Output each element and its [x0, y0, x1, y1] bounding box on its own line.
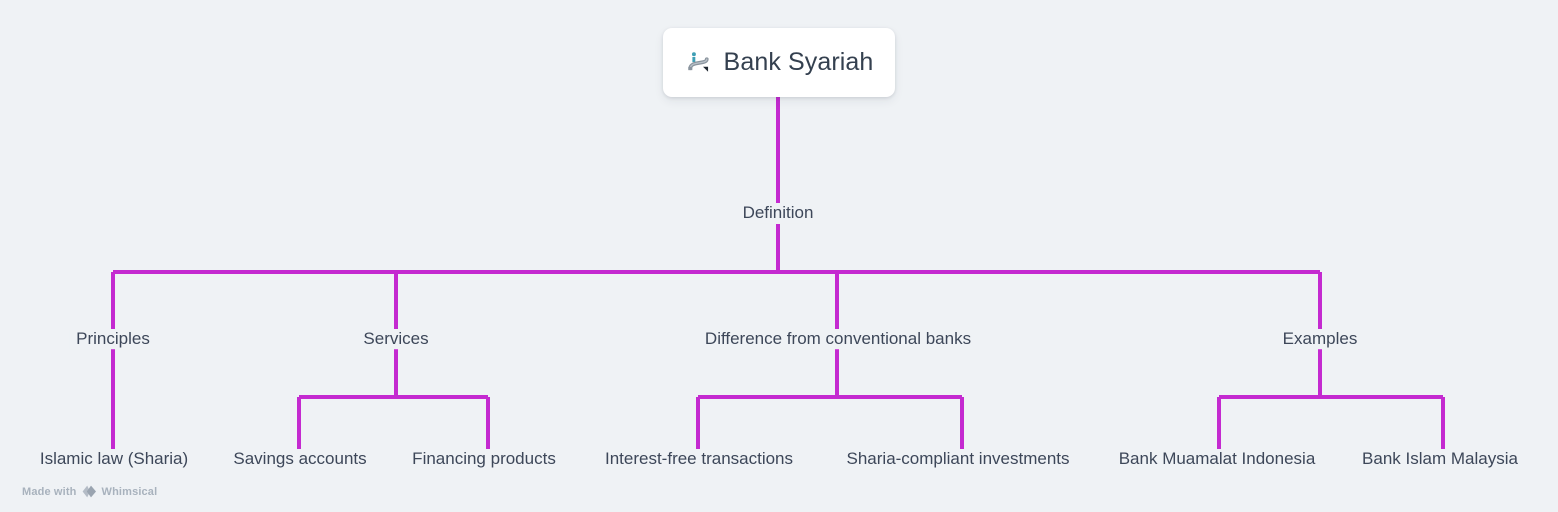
watermark-prefix: Made with: [22, 485, 77, 498]
node-bank-islam-label: Bank Islam Malaysia: [1362, 449, 1518, 469]
node-difference-from-conventional-banks[interactable]: Difference from conventional banks: [697, 329, 979, 349]
node-bank-muamalat-indonesia[interactable]: Bank Muamalat Indonesia: [1111, 449, 1323, 469]
node-examples[interactable]: Examples: [1275, 329, 1365, 349]
node-savings-accounts[interactable]: Savings accounts: [226, 449, 374, 469]
escalator-icon: [687, 51, 709, 72]
node-difference-label: Difference from conventional banks: [704, 329, 972, 349]
whimsical-logo-icon: [82, 485, 96, 498]
node-bank-muamalat-label: Bank Muamalat Indonesia: [1118, 449, 1316, 469]
node-financing-products-label: Financing products: [412, 449, 556, 469]
node-islamic-law-label: Islamic law (Sharia): [39, 449, 189, 469]
node-interest-free-label: Interest-free transactions: [604, 449, 794, 469]
node-definition-label: Definition: [742, 203, 814, 223]
node-financing-products[interactable]: Financing products: [405, 449, 563, 469]
node-definition[interactable]: Definition: [735, 203, 821, 223]
node-sharia-compliant-label: Sharia-compliant investments: [846, 449, 1070, 469]
node-principles[interactable]: Principles: [69, 329, 157, 349]
node-services[interactable]: Services: [356, 329, 436, 349]
node-savings-accounts-label: Savings accounts: [233, 449, 367, 469]
node-services-label: Services: [363, 329, 429, 349]
node-principles-label: Principles: [76, 329, 150, 349]
node-bank-islam-malaysia[interactable]: Bank Islam Malaysia: [1355, 449, 1525, 469]
node-interest-free-transactions[interactable]: Interest-free transactions: [597, 449, 801, 469]
root-node-bank-syariah[interactable]: Bank Syariah: [663, 28, 895, 97]
whimsical-watermark[interactable]: Made with Whimsical: [22, 485, 157, 498]
node-sharia-compliant-investments[interactable]: Sharia-compliant investments: [839, 449, 1077, 469]
watermark-brand: Whimsical: [101, 485, 158, 498]
root-node-label: Bank Syariah: [723, 48, 874, 76]
node-islamic-law-sharia[interactable]: Islamic law (Sharia): [32, 449, 196, 469]
node-examples-label: Examples: [1282, 329, 1358, 349]
